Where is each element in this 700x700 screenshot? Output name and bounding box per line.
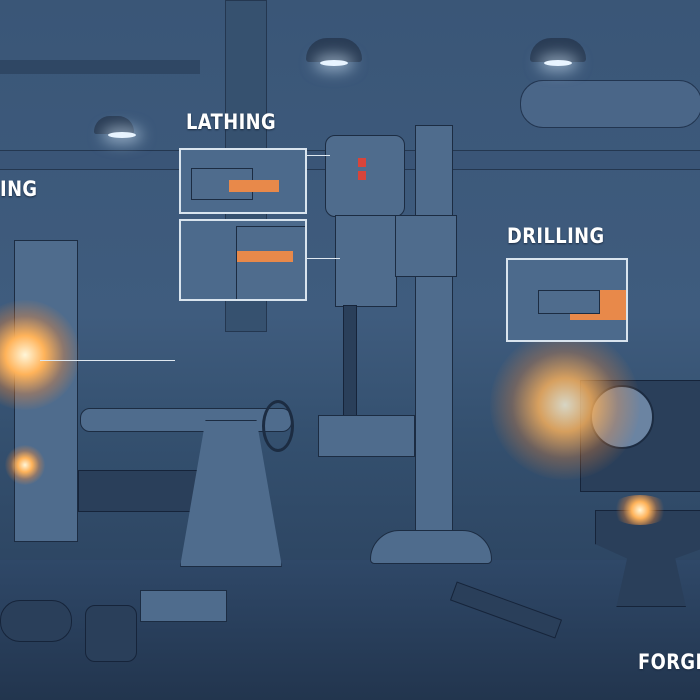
ceiling-lamp-icon bbox=[306, 38, 362, 66]
drill-bit bbox=[343, 305, 357, 417]
hot-metal bbox=[610, 495, 670, 525]
label-drilling: DRILLING bbox=[507, 224, 605, 248]
lathe-bed bbox=[78, 470, 200, 512]
callout-line bbox=[40, 360, 175, 361]
callout-line bbox=[305, 155, 330, 156]
inset-block bbox=[236, 226, 305, 299]
inset-drill-block bbox=[538, 290, 600, 314]
welding-sparks bbox=[5, 445, 45, 485]
lathe-handwheel bbox=[262, 400, 294, 452]
drill-arm bbox=[395, 215, 457, 277]
grinding-sparks bbox=[490, 330, 640, 480]
ceiling-lamp-icon bbox=[530, 38, 586, 66]
drill-indicator-lights bbox=[358, 158, 366, 180]
gears bbox=[0, 600, 72, 642]
lathe-spindle bbox=[80, 408, 292, 432]
ceiling-lamp-icon bbox=[94, 116, 136, 138]
callout-line bbox=[300, 258, 340, 259]
inset-workpiece bbox=[229, 180, 279, 192]
drill-base bbox=[370, 530, 492, 564]
label-lathing: LATHING bbox=[186, 110, 277, 134]
pipe-fitting bbox=[85, 605, 137, 662]
drill-column bbox=[415, 125, 453, 547]
drill-workpiece bbox=[318, 415, 415, 457]
inset-workpiece bbox=[237, 251, 293, 262]
lathing-inset-top bbox=[179, 148, 307, 214]
drill-head bbox=[335, 215, 397, 307]
drilling-inset bbox=[506, 258, 628, 342]
floor-block bbox=[140, 590, 227, 622]
lathing-inset-bottom bbox=[179, 219, 307, 301]
label-welding: ING bbox=[0, 177, 38, 201]
label-forging: FORGIN bbox=[638, 650, 700, 674]
ceiling-beam bbox=[0, 60, 200, 74]
pipe bbox=[520, 80, 700, 128]
